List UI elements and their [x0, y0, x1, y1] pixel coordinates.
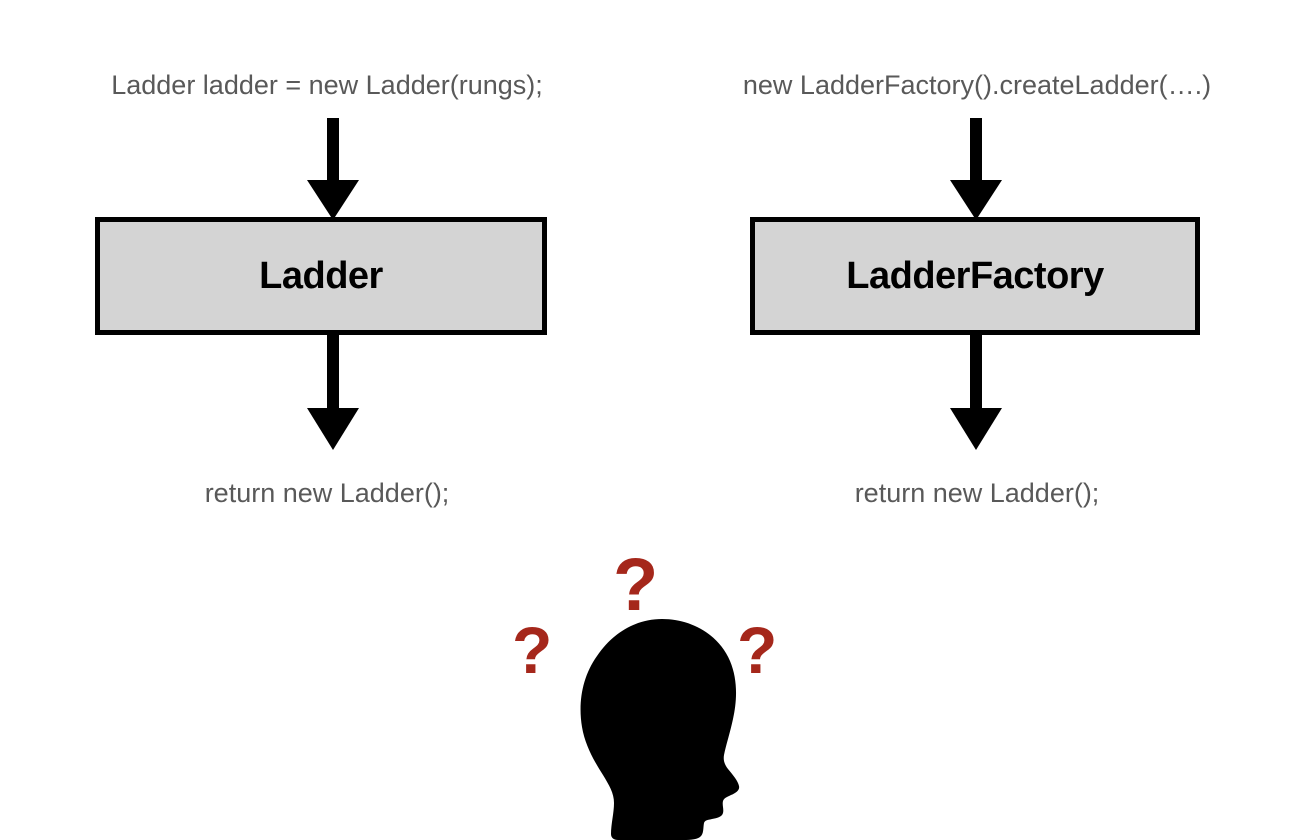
arrow-down-into-ladderfactory-box — [950, 118, 1002, 220]
ladder-class-label: Ladder — [259, 255, 383, 297]
arrow-down-out-of-ladder-box — [307, 330, 359, 450]
left-top-code-label: Ladder ladder = new Ladder(rungs); — [111, 70, 543, 100]
question-mark-right-icon: ? — [737, 613, 778, 687]
arrow-down-into-ladder-box — [307, 118, 359, 220]
right-top-code-label: new LadderFactory().createLadder(….) — [742, 70, 1212, 100]
question-mark-top-icon: ? — [613, 543, 659, 626]
ladderfactory-class-box[interactable]: LadderFactory — [750, 217, 1200, 335]
ladder-class-box[interactable]: Ladder — [95, 217, 547, 335]
question-mark-left-icon: ? — [512, 613, 553, 687]
ladderfactory-class-label: LadderFactory — [846, 255, 1104, 297]
left-bottom-code-label: return new Ladder(); — [204, 478, 450, 508]
head-silhouette-icon — [580, 619, 740, 840]
arrow-down-out-of-ladderfactory-box — [950, 330, 1002, 450]
right-bottom-code-label: return new Ladder(); — [854, 478, 1100, 508]
